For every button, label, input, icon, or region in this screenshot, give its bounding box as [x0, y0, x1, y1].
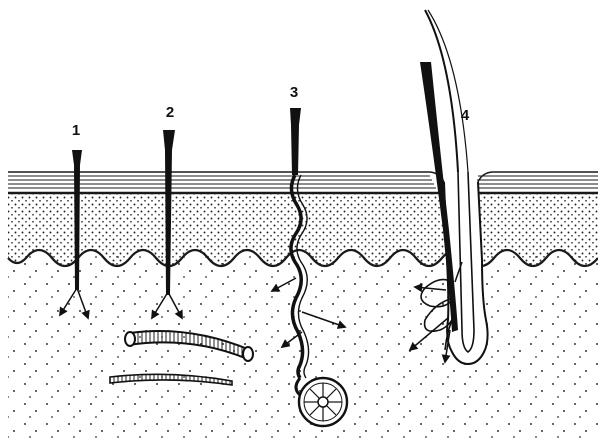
- label-3: 3: [290, 84, 298, 101]
- label-1: 1: [72, 122, 80, 139]
- stratum-corneum: [8, 172, 598, 193]
- label-2: 2: [166, 104, 174, 121]
- label-4: 4: [461, 107, 470, 124]
- epidermis-layer: [8, 192, 598, 266]
